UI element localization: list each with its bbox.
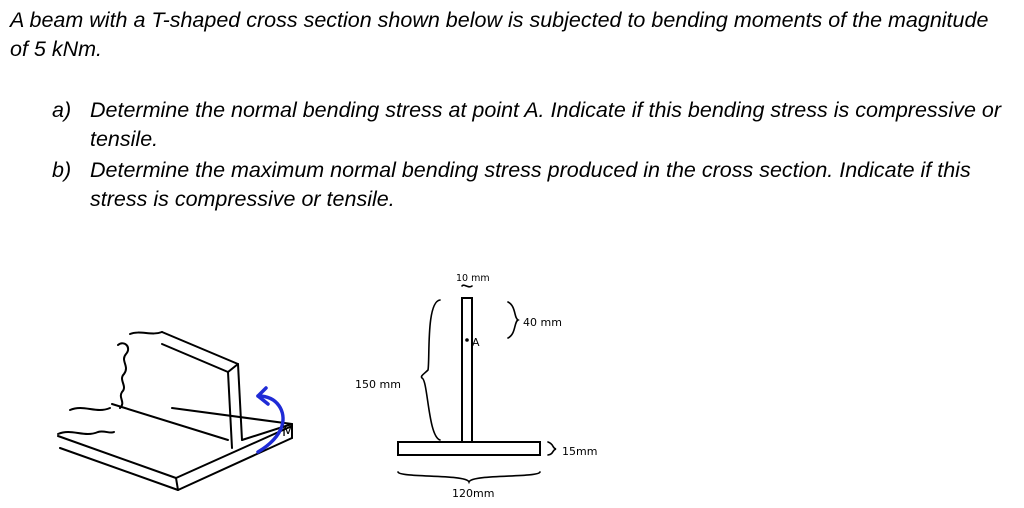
brace-15mm — [547, 441, 557, 456]
t-cross-section — [397, 297, 541, 456]
flange-side-top — [175, 425, 293, 479]
flange-top-right — [241, 423, 293, 441]
dim-flange-thickness: 15mm — [562, 445, 597, 458]
point-a-marker — [465, 338, 469, 342]
problem-intro: A beam with a T-shaped cross section sho… — [10, 8, 989, 61]
flange-front-corner — [175, 477, 179, 491]
moment-arrow — [256, 386, 285, 454]
flange-side-bottom — [177, 437, 293, 491]
flange-back-edge — [171, 407, 293, 425]
flange-front-bottom — [59, 447, 179, 491]
brace-40mm — [507, 301, 520, 339]
web-top-edge — [161, 331, 239, 365]
beam-break-line — [117, 342, 130, 409]
flange-top-left — [111, 403, 229, 441]
part-a-text: Determine the normal bending stress at p… — [90, 98, 1001, 151]
web-front-top — [227, 363, 239, 373]
moment-label: M — [282, 424, 294, 440]
web-front-right — [237, 363, 243, 441]
flange-break-top — [69, 407, 111, 411]
web-outline — [461, 297, 473, 443]
brace-150mm — [420, 299, 441, 441]
flange-front-top — [57, 435, 177, 479]
flange-outline — [397, 441, 541, 456]
brace-120mm — [397, 471, 541, 485]
dim-web-thickness: 10 mm — [456, 273, 490, 284]
web-thickness-tilde — [461, 284, 473, 288]
web-front-left — [227, 371, 233, 449]
dim-total-height: 150 mm — [355, 378, 401, 391]
flange-break-bottom — [57, 430, 115, 435]
web-top-inner-edge — [161, 343, 229, 373]
beam-3d-sketch — [57, 331, 293, 491]
beam-top-left-edge — [129, 331, 163, 335]
moment-arc — [256, 394, 285, 454]
point-a-label: A — [472, 336, 480, 349]
dim-web-top: 40 mm — [523, 316, 562, 329]
part-a-marker: a) — [52, 98, 72, 122]
moment-arrowhead — [256, 386, 270, 406]
dim-flange-width: 120mm — [452, 487, 494, 500]
part-b-text: Determine the maximum normal bending str… — [90, 158, 971, 211]
dimension-marks — [397, 284, 557, 485]
part-b-marker: b) — [52, 158, 72, 182]
